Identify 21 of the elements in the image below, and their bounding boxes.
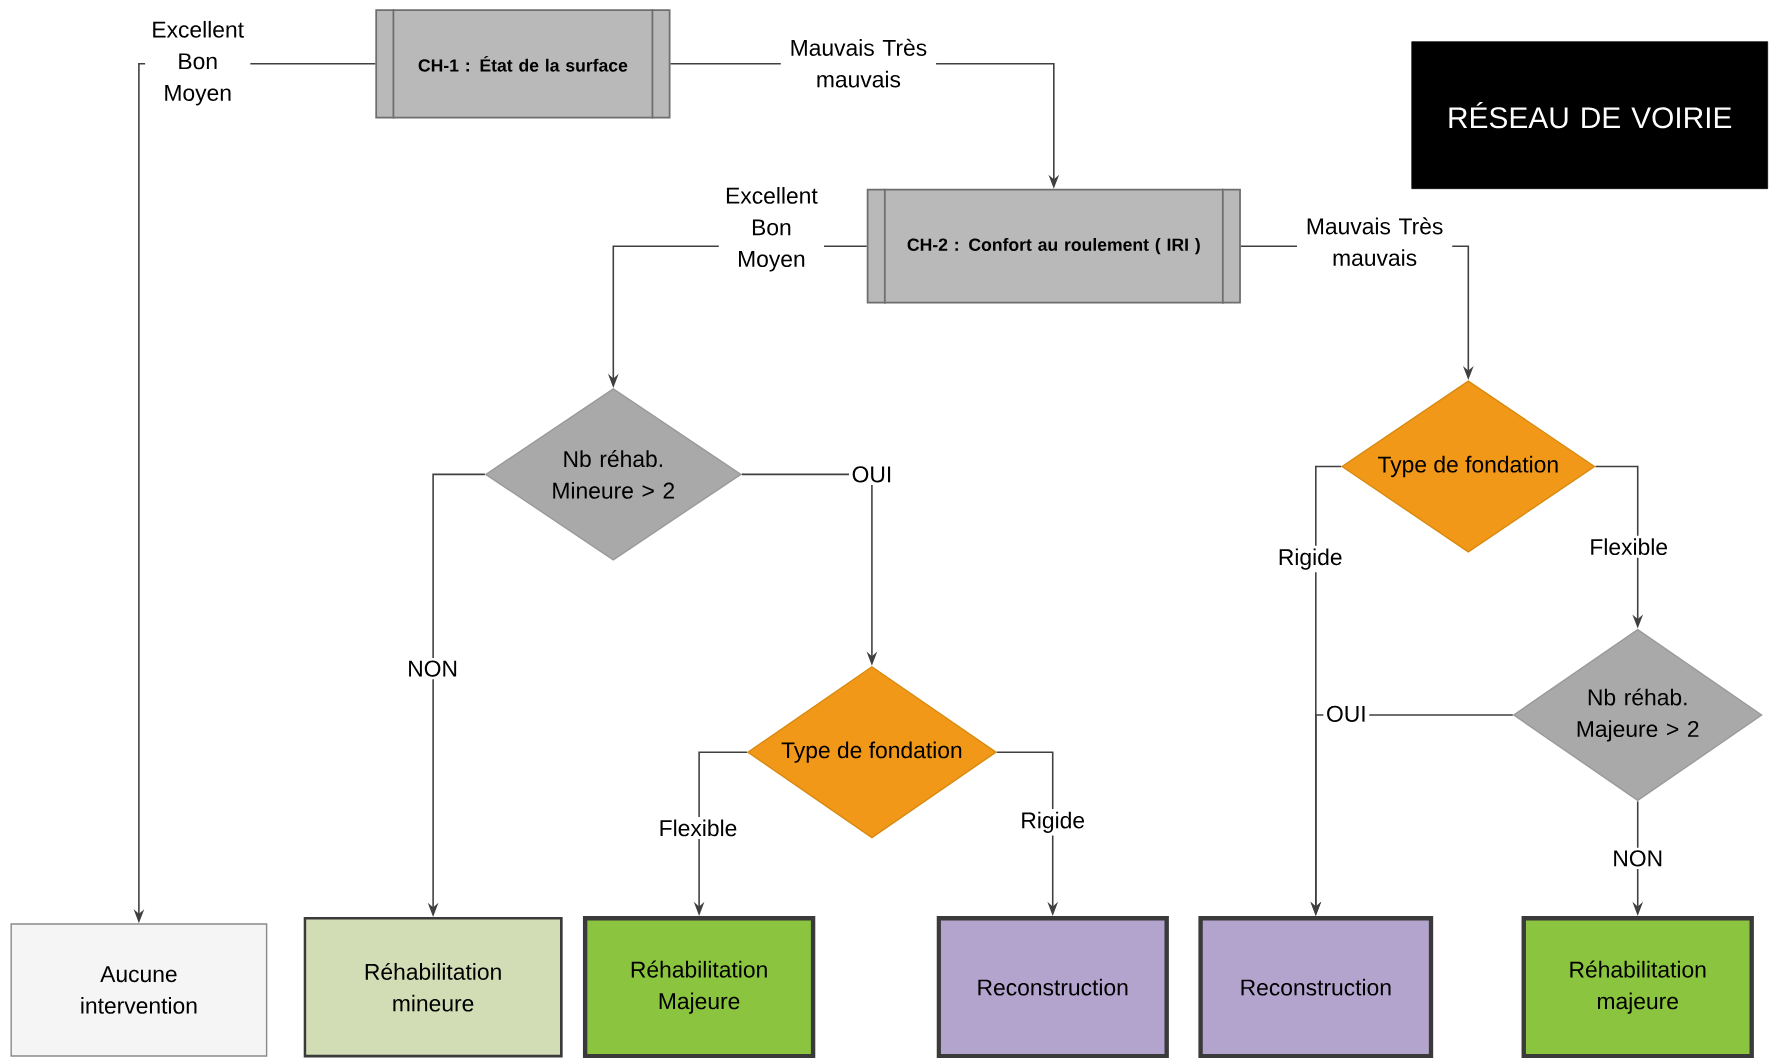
process-box: CH-2 : Confort au roulement ( IRI ) bbox=[866, 187, 1241, 305]
edge-label: OUI bbox=[1323, 703, 1370, 725]
edge-label: Excellent Bon Moyen bbox=[145, 18, 251, 109]
outcome-box: Réhabilitation majeure bbox=[1521, 916, 1754, 1058]
edge-label: Excellent Bon Moyen bbox=[718, 184, 825, 275]
edge-label: Flexible bbox=[1586, 535, 1671, 558]
outcome-box: Réhabilitation mineure bbox=[303, 916, 563, 1058]
outcome-box: Reconstruction bbox=[936, 916, 1169, 1058]
outcome-box: Aucune intervention bbox=[10, 923, 268, 1057]
edge-label: NON bbox=[404, 657, 461, 680]
edge-label: NON bbox=[1609, 847, 1666, 870]
edge-label: OUI bbox=[848, 463, 895, 486]
outcome-box: Reconstruction bbox=[1198, 916, 1434, 1058]
edge-label: Mauvais Très mauvais bbox=[1297, 214, 1453, 269]
process-box: CH-1 : État de la surface bbox=[375, 8, 671, 120]
edge-label: Rigide bbox=[1017, 809, 1088, 836]
title-box: RÉSEAU DE VOIRIE bbox=[1411, 41, 1769, 189]
edge-label: Flexible bbox=[656, 816, 740, 839]
outcome-box: Réhabilitation Majeure bbox=[582, 916, 816, 1058]
edge-label: Rigide bbox=[1275, 545, 1346, 573]
edge-label: Mauvais Très mauvais bbox=[780, 36, 937, 91]
